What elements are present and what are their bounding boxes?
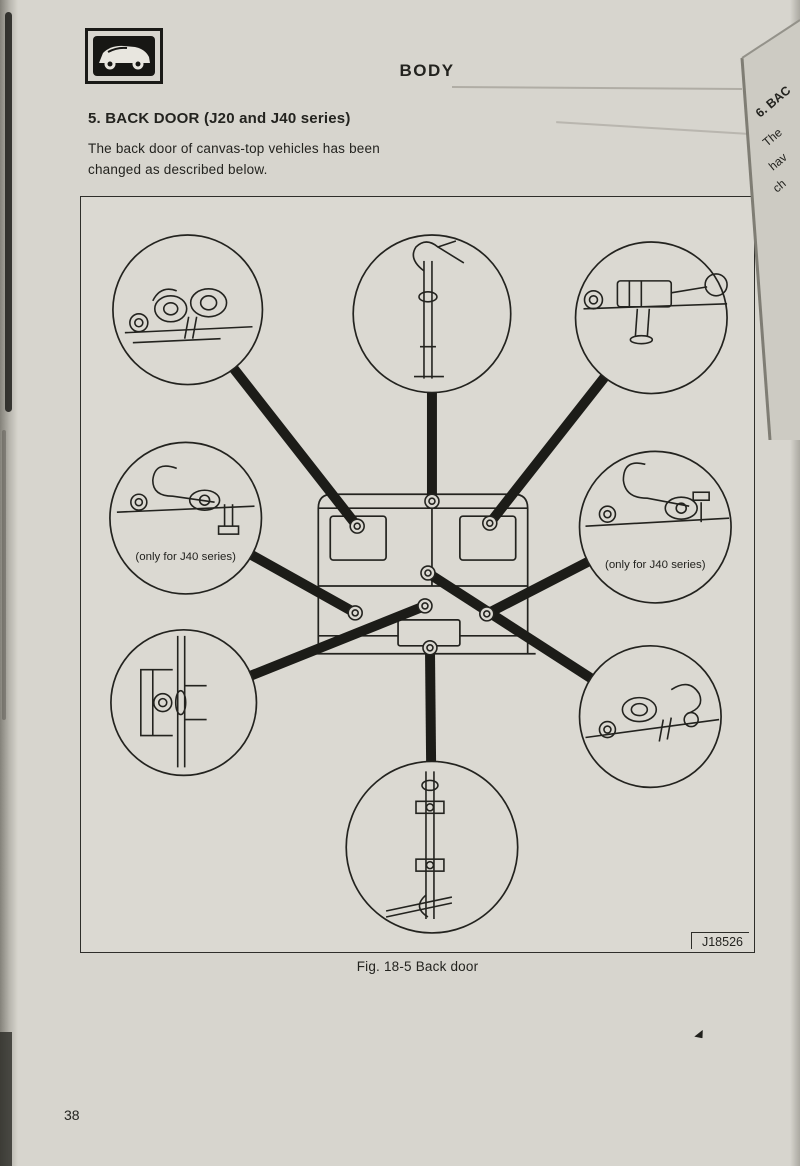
callout-top-left xyxy=(112,234,264,386)
header-rule xyxy=(451,85,743,91)
figure-caption: Fig. 18-5 Back door xyxy=(356,959,479,974)
binding-artifact xyxy=(0,1032,12,1166)
next-page-paper xyxy=(742,20,800,440)
fold-edge xyxy=(741,19,800,59)
callout-top-center xyxy=(352,234,512,394)
callout-middle-left: (only for J40 series) xyxy=(109,441,263,595)
callout-top-right xyxy=(574,241,728,395)
section-body: The back door of canvas-top vehicles has… xyxy=(88,139,380,181)
car-icon xyxy=(93,36,155,76)
binding-shadow xyxy=(0,0,18,1166)
callout-bottom-center xyxy=(345,760,519,934)
page-title: BODY xyxy=(399,61,455,80)
binding-artifact xyxy=(5,12,12,412)
page-edge-shadow xyxy=(790,0,800,1166)
binding-artifact xyxy=(2,430,6,720)
body-line: changed as described below. xyxy=(88,161,268,177)
scan-artifact-line xyxy=(556,121,748,135)
next-page-curl: 6. BAC The hav ch xyxy=(730,0,800,441)
callout-bottom-left xyxy=(110,628,258,777)
chapter-logo-box xyxy=(85,28,163,84)
callout-label-right: (only for J40 series) xyxy=(605,559,706,571)
scan-speck xyxy=(693,1030,705,1040)
fold-shadow xyxy=(740,57,772,441)
callout-middle-right: (only for J40 series) xyxy=(578,450,732,604)
figure-code: J18526 xyxy=(690,932,749,949)
page-number: 38 xyxy=(64,1107,80,1123)
vehicle-rear-view xyxy=(310,493,536,655)
back-door-diagram: (only for J40 series) (only for J40 seri… xyxy=(109,234,732,934)
body-line: The back door of canvas-top vehicles has… xyxy=(88,141,380,156)
section-heading: 5. BACK DOOR (J20 and J40 series) xyxy=(88,110,351,127)
attachment-markers xyxy=(347,493,498,656)
figure-frame: (only for J40 series) (only for J40 seri… xyxy=(80,196,755,953)
callout-bottom-right xyxy=(578,644,722,789)
callout-label-left: (only for J40 series) xyxy=(135,551,236,563)
